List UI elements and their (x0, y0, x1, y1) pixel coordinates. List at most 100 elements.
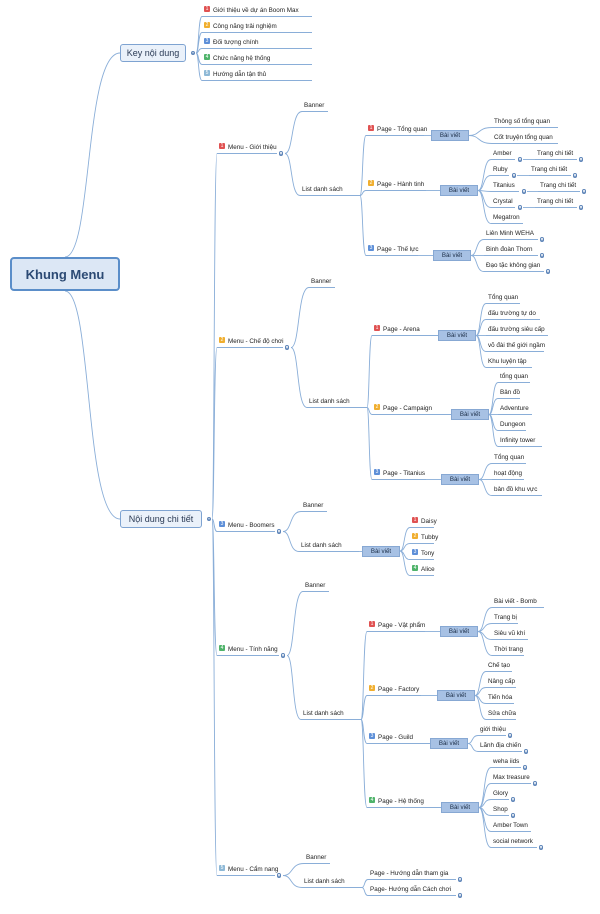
collapse-toggle-icon[interactable] (538, 845, 544, 850)
bai-viet-page-hanh-tinh[interactable]: Bài viết (440, 185, 478, 196)
collapse-toggle-icon[interactable] (517, 157, 523, 162)
collapse-toggle-icon[interactable] (190, 50, 196, 56)
arena-item-3[interactable]: đấu trường siêu cấp (488, 325, 545, 334)
he-thong-item-4[interactable]: Shop (493, 805, 508, 814)
factory-item-1[interactable]: Chế tạo (488, 661, 510, 670)
list-danh-sach-node[interactable]: List danh sách (303, 709, 344, 718)
collapse-toggle-icon[interactable] (280, 653, 286, 658)
factory-item-4[interactable]: Sửa chữa (488, 709, 516, 718)
collapse-toggle-icon[interactable] (284, 345, 290, 350)
list-danh-sach-node[interactable]: List danh sách (302, 185, 343, 194)
he-thong-item-2[interactable]: Max treasure (493, 773, 530, 782)
bai-viet-page-the-luc[interactable]: Bài viết (433, 250, 471, 261)
planet-crystal[interactable]: Crystal (493, 197, 513, 206)
campaign-item-2[interactable]: Bản đồ (500, 388, 520, 397)
page-huong-dan-tham-gia[interactable]: Page - Hướng dẫn tham gia (370, 869, 448, 878)
collapse-toggle-icon[interactable] (545, 269, 551, 274)
campaign-item-4[interactable]: Dungeon (500, 420, 526, 429)
trang-chi-tiet-crystal[interactable]: Trang chi tiết (537, 197, 573, 206)
main-topic-key-noi-dung[interactable]: Key nội dung (120, 44, 186, 62)
collapse-toggle-icon[interactable] (572, 173, 578, 178)
tong-quan-item-2[interactable]: Cốt truyện tổng quan (494, 133, 553, 142)
collapse-toggle-icon[interactable] (532, 781, 538, 786)
planet-ruby[interactable]: Ruby (493, 165, 508, 174)
arena-item-1[interactable]: Tổng quan (488, 293, 518, 302)
main-topic-noi-dung-chi-tiet[interactable]: Nội dung chi tiết (120, 510, 202, 528)
planet-amber[interactable]: Amber (493, 149, 512, 158)
arena-item-4[interactable]: võ đài thế giới ngầm (488, 341, 545, 350)
the-luc-item-2[interactable]: Binh đoàn Thorn (486, 245, 532, 254)
collapse-toggle-icon[interactable] (578, 157, 584, 162)
factory-item-3[interactable]: Tiến hóa (488, 693, 512, 702)
campaign-item-1[interactable]: tổng quan (500, 372, 528, 381)
bai-viet-page-campaign[interactable]: Bài viết (451, 409, 489, 420)
collapse-toggle-icon[interactable] (510, 797, 516, 802)
page-huong-dan-cach-choi[interactable]: Page- Hướng dẫn Cách chơi (370, 885, 451, 894)
collapse-toggle-icon[interactable] (457, 877, 463, 882)
collapse-toggle-icon[interactable] (507, 733, 513, 738)
bai-viet-page-guild[interactable]: Bài viết (430, 738, 468, 749)
trang-chi-tiet-ruby[interactable]: Trang chi tiết (531, 165, 567, 174)
titanius-item-3[interactable]: bản đồ khu vực (494, 485, 537, 494)
collapse-toggle-icon[interactable] (276, 529, 282, 534)
collapse-toggle-icon[interactable] (522, 765, 528, 770)
guild-item-2[interactable]: Lãnh địa chiến (480, 741, 521, 750)
collapse-toggle-icon[interactable] (578, 205, 584, 210)
bai-viet-page-vat-pham[interactable]: Bài viết (440, 626, 478, 637)
campaign-item-5[interactable]: Infinity tower (500, 436, 535, 445)
collapse-toggle-icon[interactable] (511, 173, 517, 178)
he-thong-item-6[interactable]: social network (493, 837, 533, 846)
bai-viet-page-tong-quan[interactable]: Bài viết (431, 130, 469, 141)
campaign-item-3[interactable]: Adventure (500, 404, 529, 413)
list-danh-sach-node[interactable]: List danh sách (304, 877, 345, 886)
tong-quan-item-1[interactable]: Thông số tổng quan (494, 117, 550, 126)
root-node-khung-menu[interactable]: Khung Menu (10, 257, 120, 291)
planet-megatron[interactable]: Megatron (493, 213, 520, 222)
banner-node[interactable]: Banner (304, 101, 324, 110)
banner-node[interactable]: Banner (305, 581, 325, 590)
list-danh-sach-node[interactable]: List danh sách (301, 541, 342, 550)
he-thong-item-3[interactable]: Glory (493, 789, 508, 798)
titanius-item-1[interactable]: Tổng quan (494, 453, 524, 462)
collapse-toggle-icon[interactable] (457, 893, 463, 898)
collapse-toggle-icon[interactable] (517, 205, 523, 210)
he-thong-item-5[interactable]: Amber Town (493, 821, 528, 830)
factory-item-2[interactable]: Nâng cấp (488, 677, 515, 686)
banner-node[interactable]: Banner (311, 277, 331, 286)
banner-node[interactable]: Banner (303, 501, 323, 510)
collapse-toggle-icon[interactable] (581, 189, 587, 194)
vat-pham-item-2[interactable]: Trang bị (494, 613, 517, 622)
list-danh-sach-node[interactable]: List danh sách (309, 397, 350, 406)
collapse-toggle-icon[interactable] (539, 237, 545, 242)
collapse-toggle-icon[interactable] (510, 813, 516, 818)
collapse-toggle-icon[interactable] (523, 749, 529, 754)
titanius-item-2[interactable]: hoạt động (494, 469, 522, 478)
collapse-toggle-icon[interactable] (206, 516, 212, 522)
guild-item-1[interactable]: giới thiệu (480, 725, 506, 734)
collapse-toggle-icon[interactable] (521, 189, 527, 194)
bai-viet-page-arena[interactable]: Bài viết (438, 330, 476, 341)
bai-viet-boomers[interactable]: Bài viết (362, 545, 400, 557)
he-thong-item-1[interactable]: weha iids (493, 757, 519, 766)
planet-titanius[interactable]: Titanius (493, 181, 515, 190)
